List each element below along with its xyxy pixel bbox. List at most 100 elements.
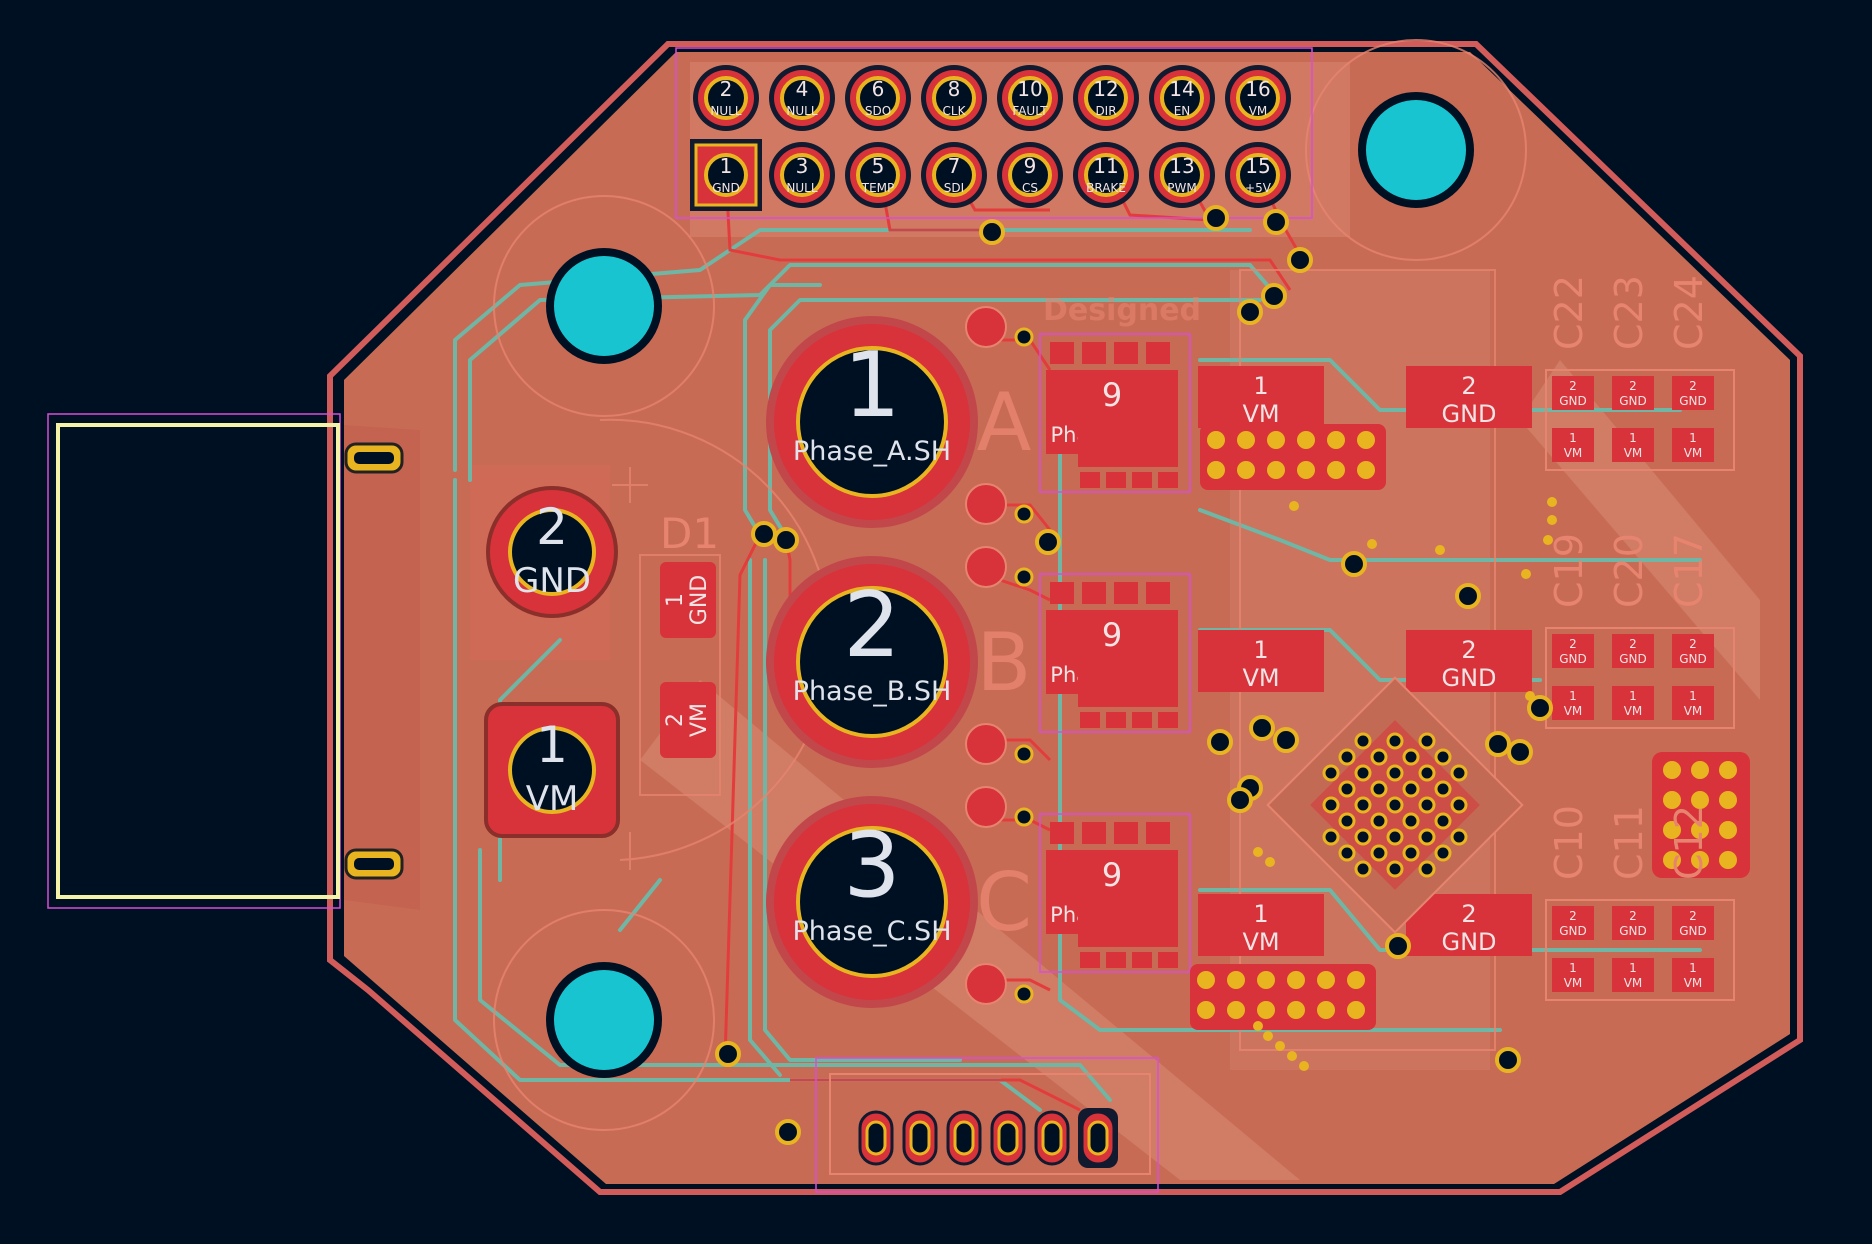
thermal-via [1297, 431, 1315, 449]
signal-trace-14 [1000, 978, 1051, 992]
bottom-connector-pin[interactable] [990, 1110, 1026, 1166]
via [1014, 504, 1034, 524]
ic-via [1386, 828, 1404, 846]
cap-pad-vm-number: 1 [1569, 431, 1577, 445]
cap-pad-vm-label: VM [1684, 976, 1703, 990]
via [1014, 744, 1034, 764]
thermal-via [1227, 971, 1245, 989]
pin-net-label: EN [1174, 104, 1191, 118]
via [1014, 327, 1034, 347]
thermal-via [1317, 1001, 1335, 1019]
pin-net-label: NULL [786, 104, 817, 118]
pin-drill [780, 153, 824, 197]
pin-net-label: VM [1249, 104, 1268, 118]
bottom-connector-pin[interactable] [1078, 1108, 1118, 1168]
small-via [1299, 1061, 1309, 1071]
vm-pad[interactable]: 1VM [1198, 366, 1324, 428]
thermal-via [1267, 431, 1285, 449]
bottom-connector-pin[interactable] [858, 1110, 894, 1166]
mosfet-small-pin-top [1114, 582, 1138, 604]
bottom-connector-pin[interactable] [902, 1110, 938, 1166]
header-pin-15[interactable]: 15+5V [1225, 142, 1291, 208]
pin-number: 12 [1093, 77, 1118, 101]
power-pad-number: 2 [536, 498, 568, 556]
bottom-connector-pin[interactable] [946, 1110, 982, 1166]
vm-pad[interactable]: 1VM [1198, 630, 1324, 692]
bottom-connector[interactable] [829, 1073, 1151, 1175]
cap-pad-gnd-number: 2 [1629, 379, 1637, 393]
ic-via [1338, 812, 1356, 830]
controller-ic-area[interactable] [715, 205, 1557, 1145]
via [1014, 984, 1034, 1004]
thermal-via [1663, 791, 1681, 809]
vm-pad-number: 1 [1253, 636, 1268, 664]
header-pin-9[interactable]: 9CS [997, 142, 1063, 208]
cap-pad-vm-number: 1 [1629, 689, 1637, 703]
cap-pad-vm-label: VM [1564, 446, 1583, 460]
vm-pad[interactable]: 1VM [1198, 894, 1324, 956]
ic-via [1434, 812, 1452, 830]
thermal-via [1257, 1001, 1275, 1019]
mosfet-courtyard [1039, 573, 1191, 733]
diode-pad-1[interactable]: 1GND [660, 562, 716, 638]
diode-pad-number: 2 [663, 713, 688, 727]
ic-via [1386, 764, 1404, 782]
diode-pad-2[interactable]: 2VM [660, 682, 716, 758]
gnd-pad-label: GND [1441, 928, 1496, 956]
cap-pad-gnd-number: 2 [1689, 637, 1697, 651]
small-via [1525, 691, 1535, 701]
mosfet-small-pin-bottom [1080, 472, 1100, 488]
gnd-pad-label: GND [1441, 400, 1496, 428]
phase-pad-number: 2 [843, 573, 900, 678]
mosfet-small-pin-top [1050, 582, 1074, 604]
vm-pad-label: VM [1242, 664, 1279, 692]
header-pin-1[interactable]: 1GND [690, 139, 762, 211]
bottom-connector-pin[interactable] [1034, 1110, 1070, 1166]
mosfet-small-pin-top [1082, 582, 1106, 604]
power-pad-vm[interactable]: 1VM [484, 702, 620, 838]
phase-pads[interactable]: 1Phase_A.SHA9Phase_A.SH2Phase_B.SHB9Phas… [766, 306, 1191, 1008]
left-connector[interactable] [56, 423, 404, 899]
